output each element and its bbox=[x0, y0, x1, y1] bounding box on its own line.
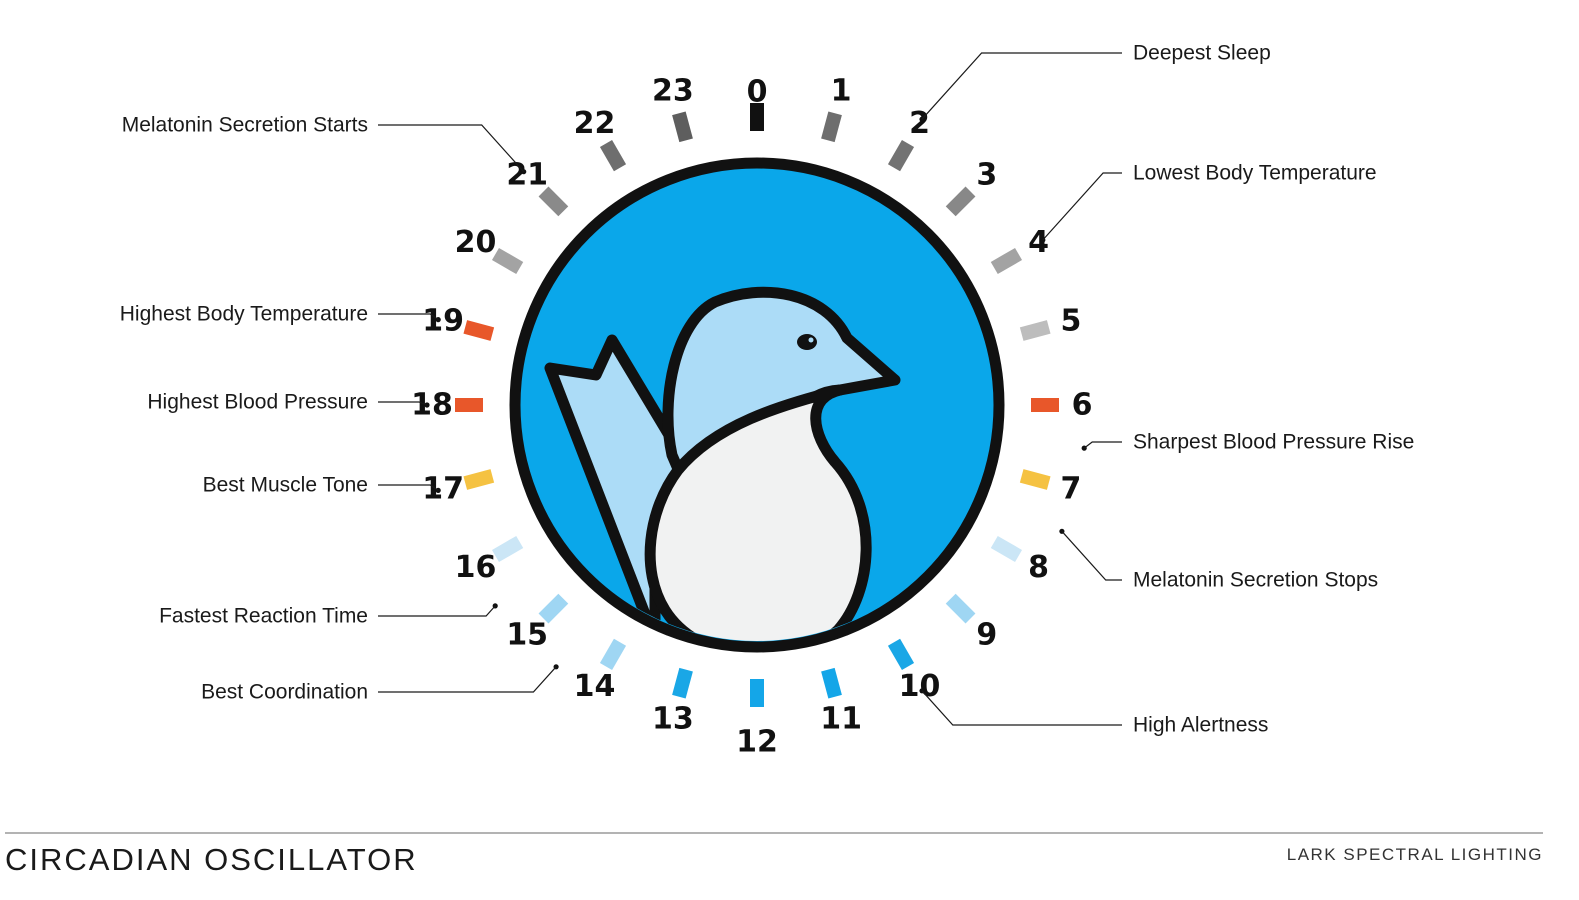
annotation-label: Highest Body Temperature bbox=[120, 303, 368, 326]
hour-label-2: 2 bbox=[909, 106, 930, 141]
hour-label-7: 7 bbox=[1060, 472, 1081, 507]
hour-label-5: 5 bbox=[1060, 303, 1081, 338]
hour-tick-22 bbox=[599, 139, 627, 172]
annotation-1: Lowest Body Temperature bbox=[1040, 162, 1377, 243]
annotation-9: Highest Body Temperature bbox=[120, 303, 441, 326]
dial bbox=[509, 157, 1005, 653]
hour-label-17: 17 bbox=[422, 472, 464, 507]
hour-tick-21 bbox=[538, 186, 569, 217]
hour-label-22: 22 bbox=[574, 106, 616, 141]
hour-label-21: 21 bbox=[506, 158, 548, 193]
annotation-leader bbox=[378, 605, 496, 617]
annotation-label: Sharpest Blood Pressure Rise bbox=[1133, 431, 1414, 454]
annotation-label: Best Coordination bbox=[201, 681, 368, 704]
hour-label-6: 6 bbox=[1072, 388, 1093, 423]
hour-tick-19 bbox=[463, 320, 495, 341]
hour-label-1: 1 bbox=[831, 74, 852, 109]
annotation-10: Melatonin Secretion Starts bbox=[122, 114, 527, 175]
annotation-label: High Alertness bbox=[1133, 714, 1268, 737]
hour-label-16: 16 bbox=[455, 550, 497, 585]
annotation-2: Sharpest Blood Pressure Rise bbox=[1081, 431, 1414, 454]
hour-tick-3 bbox=[945, 186, 976, 217]
annotation-leader bbox=[378, 484, 439, 491]
hour-tick-9 bbox=[945, 593, 976, 624]
bird-belly bbox=[644, 384, 872, 641]
annotation-leader bbox=[1061, 530, 1122, 581]
hour-label-18: 18 bbox=[411, 388, 453, 423]
hour-label-4: 4 bbox=[1028, 225, 1049, 260]
annotation-leader bbox=[378, 124, 525, 173]
hour-label-14: 14 bbox=[574, 669, 616, 704]
annotation-label: Highest Blood Pressure bbox=[147, 391, 368, 414]
hour-tick-2 bbox=[887, 139, 915, 172]
hour-tick-6 bbox=[1031, 398, 1059, 412]
hour-tick-16 bbox=[491, 535, 524, 563]
annotation-7: Best Muscle Tone bbox=[203, 474, 441, 497]
hour-tick-20 bbox=[491, 247, 524, 275]
hour-label-10: 10 bbox=[899, 669, 941, 704]
hour-label-3: 3 bbox=[976, 158, 997, 193]
hour-label-15: 15 bbox=[506, 617, 548, 652]
annotation-3: Melatonin Secretion Stops bbox=[1059, 528, 1378, 592]
annotation-6: Fastest Reaction Time bbox=[159, 603, 498, 628]
footer-brand: LARK SPECTRAL LIGHTING bbox=[1287, 845, 1543, 864]
annotation-label: Lowest Body Temperature bbox=[1133, 162, 1377, 185]
hour-label-12: 12 bbox=[736, 725, 778, 760]
hour-tick-8 bbox=[990, 535, 1023, 563]
hour-tick-0 bbox=[750, 103, 764, 131]
annotation-label: Deepest Sleep bbox=[1133, 42, 1271, 65]
hour-tick-12 bbox=[750, 679, 764, 707]
annotation-leader bbox=[378, 313, 439, 321]
hour-label-8: 8 bbox=[1028, 550, 1049, 585]
hour-tick-10 bbox=[887, 638, 915, 671]
hour-tick-14 bbox=[599, 638, 627, 671]
annotation-leader bbox=[1083, 441, 1122, 449]
hour-tick-18 bbox=[455, 398, 483, 412]
hour-label-11: 11 bbox=[820, 701, 862, 736]
annotation-leader bbox=[1042, 172, 1122, 241]
annotation-label: Melatonin Secretion Stops bbox=[1133, 569, 1378, 592]
hour-tick-23 bbox=[672, 111, 693, 143]
hour-label-19: 19 bbox=[422, 303, 464, 338]
hour-ticks bbox=[455, 103, 1059, 707]
hour-tick-7 bbox=[1019, 469, 1051, 490]
hour-label-13: 13 bbox=[652, 701, 694, 736]
annotation-label: Melatonin Secretion Starts bbox=[122, 114, 368, 137]
hour-tick-15 bbox=[538, 593, 569, 624]
annotation-leader bbox=[921, 690, 1122, 726]
hour-label-9: 9 bbox=[976, 617, 997, 652]
hour-tick-5 bbox=[1019, 320, 1051, 341]
hour-tick-11 bbox=[821, 667, 842, 699]
hour-label-20: 20 bbox=[455, 225, 497, 260]
annotation-label: Best Muscle Tone bbox=[203, 474, 368, 497]
hour-tick-13 bbox=[672, 667, 693, 699]
annotation-0: Deepest Sleep bbox=[919, 42, 1271, 122]
hour-tick-1 bbox=[821, 111, 842, 143]
hour-label-0: 0 bbox=[747, 75, 768, 110]
hour-label-23: 23 bbox=[652, 74, 694, 109]
hour-tick-4 bbox=[990, 247, 1023, 275]
footer-title: CIRCADIAN OSCILLATOR bbox=[5, 842, 418, 877]
annotation-label: Fastest Reaction Time bbox=[159, 605, 368, 628]
bird-eye bbox=[797, 334, 817, 350]
hour-tick-17 bbox=[463, 469, 495, 490]
annotation-5: Best Coordination bbox=[201, 664, 559, 704]
bird-eye-highlight bbox=[808, 337, 814, 343]
annotation-leader bbox=[378, 401, 428, 406]
annotation-4: High Alertness bbox=[919, 688, 1268, 737]
annotation-8: Highest Blood Pressure bbox=[147, 391, 430, 414]
annotation-leader bbox=[921, 52, 1122, 120]
annotation-leader bbox=[378, 666, 557, 693]
